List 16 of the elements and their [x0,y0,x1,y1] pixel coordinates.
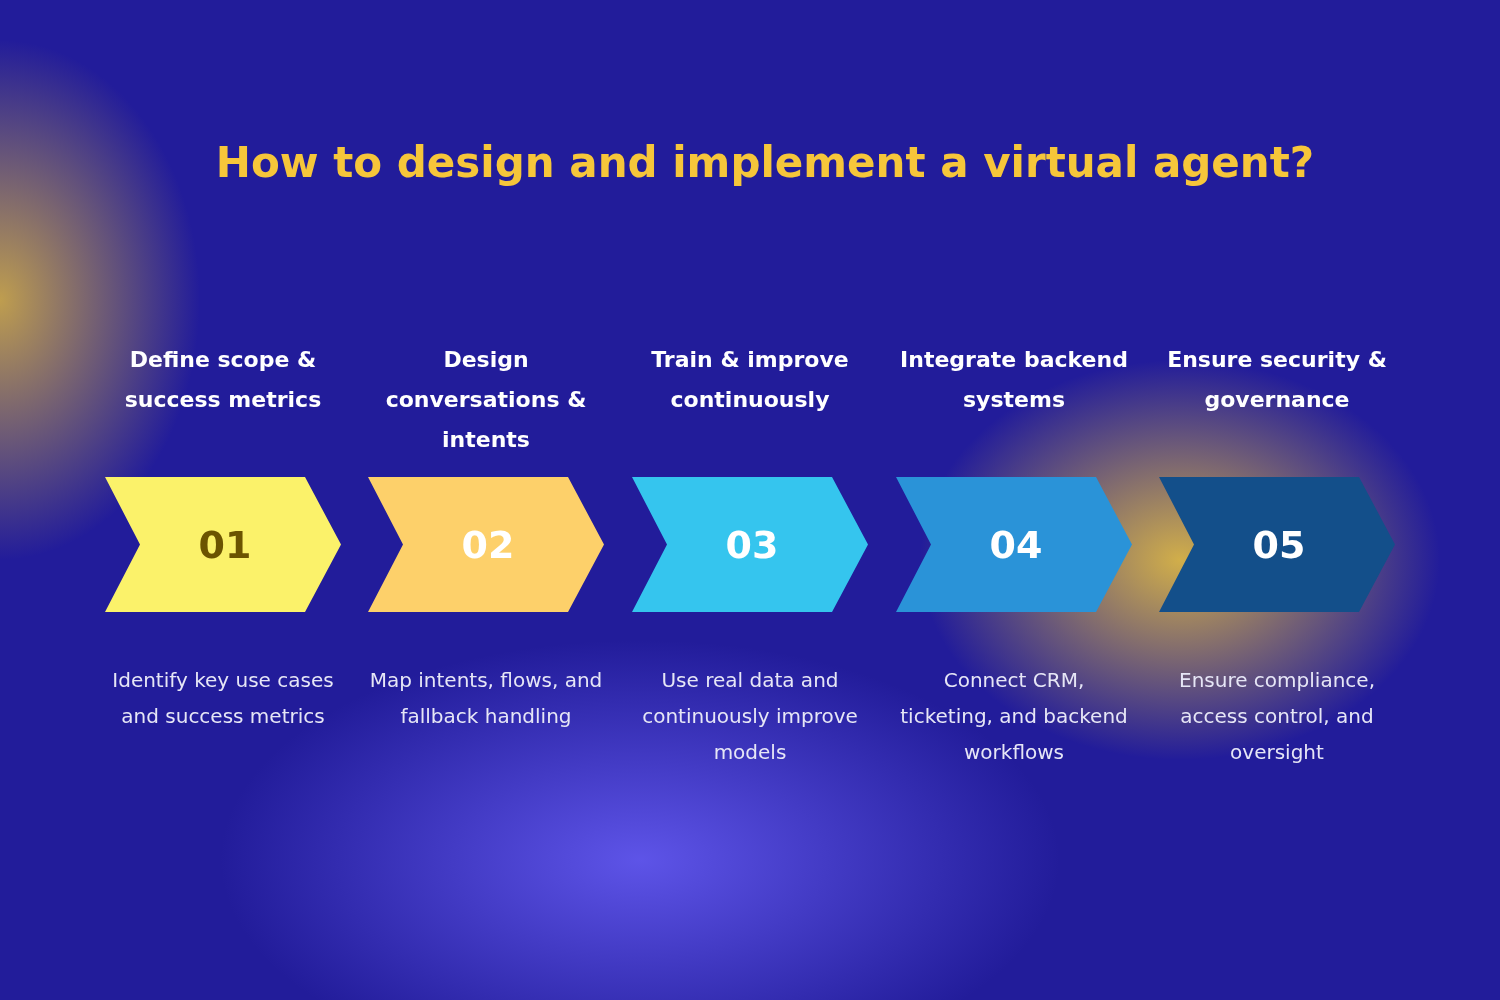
step-description: Connect CRM, ticketing, and backend workflows [899,667,1129,766]
step-heading: Integrate backend systems [899,346,1129,414]
step-description: Identify key use cases and success metrics [111,667,335,730]
step-heading: Train & improve continuously [650,346,850,414]
step-number: 05 [1251,530,1307,560]
step-heading: Define scope & success metrics [123,346,323,414]
step-number: 04 [988,530,1044,560]
step-number: 02 [460,530,516,560]
step-description: Map intents, flows, and fallback handling [368,667,604,730]
title: How to design and implement a virtual agent? [214,138,1316,187]
step-number: 01 [197,530,253,560]
step-description: Ensure compliance, access control, and oversight [1178,667,1376,766]
step-description: Use real data and continuously improve models [641,667,859,766]
step-heading: Design conversations & intents [384,346,588,454]
step-heading: Ensure security & governance [1166,346,1388,414]
step-number: 03 [724,530,780,560]
